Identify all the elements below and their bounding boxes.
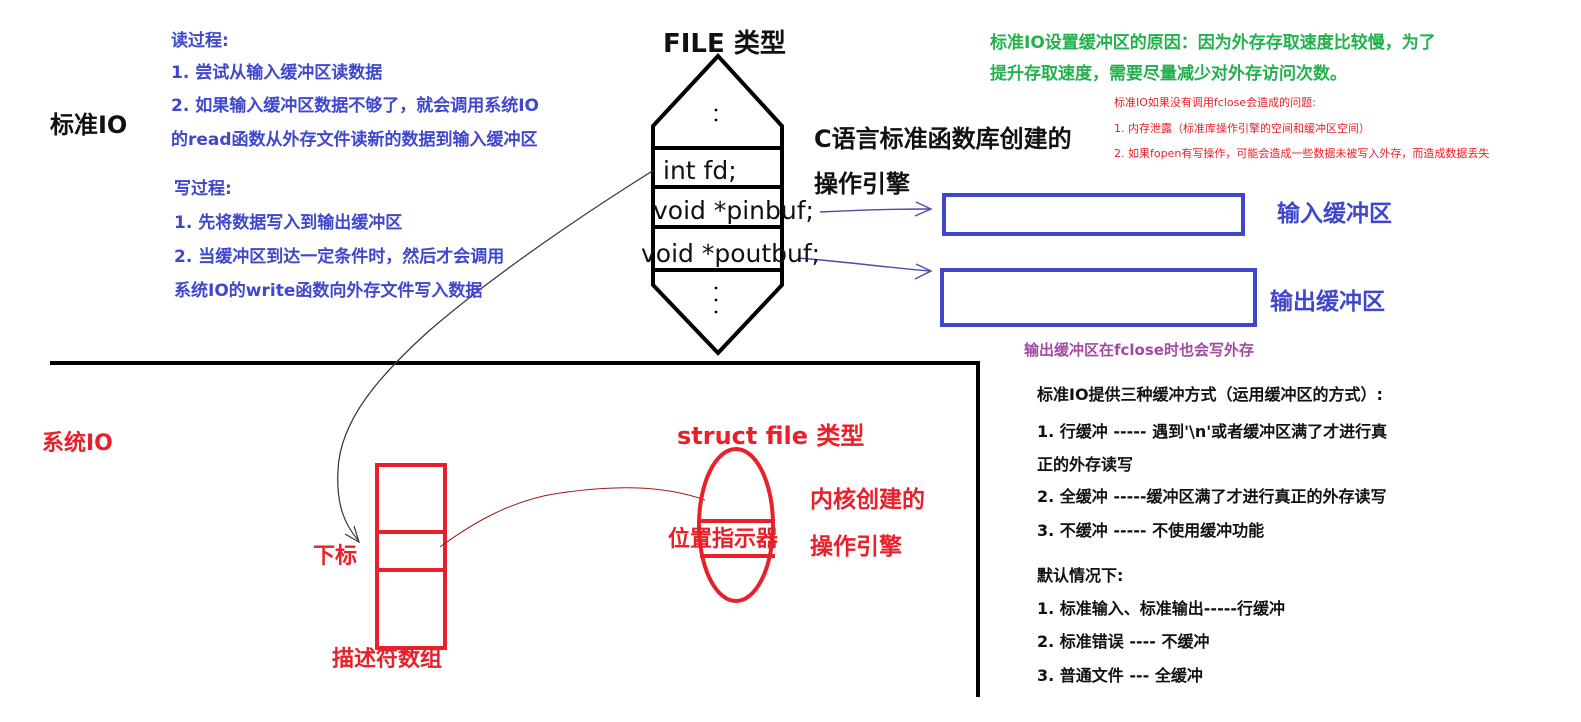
pinbuf-arrow [819,201,933,217]
write-step-2b: 系统IO的write函数向外存文件写入数据 [174,281,483,301]
c-lib-engine-line2: 操作引擎 [814,170,910,198]
fd-to-index-arrow [337,169,655,544]
buffer-reason-line1: 标准IO设置缓冲区的原因：因为外存存取速度比较慢，为了 [990,33,1436,53]
buffer-modes-title: 标准IO提供三种缓冲方式（运用缓冲区的方式）: [1037,385,1383,404]
struct-file-shape [697,447,775,603]
default-mode-3: 3. 普通文件 --- 全缓冲 [1037,666,1203,685]
default-mode-2: 2. 标准错误 ---- 不缓冲 [1037,632,1210,651]
buffer-mode-line-1a: 1. 行缓冲 ----- 遇到'\n'或者缓冲区满了才进行真 [1037,422,1388,441]
c-lib-engine-line1: C语言标准函数库创建的 [814,125,1072,153]
field-poutbuf: void *poutbuf; [641,239,821,268]
input-buffer-box [942,193,1245,236]
default-mode-1: 1. 标准输入、标准输出-----行缓冲 [1037,599,1285,618]
output-buffer-note: 输出缓冲区在fclose时也会写外存 [1024,341,1254,359]
kernel-engine-line2: 操作引擎 [810,534,902,560]
read-step-2a: 2. 如果输入缓冲区数据不够了，就会调用系统IO [171,96,539,116]
buffer-mode-line-2: 2. 全缓冲 -----缓冲区满了才进行真正的外存读写 [1037,487,1387,506]
read-step-1: 1. 尝试从输入缓冲区读数据 [171,63,383,83]
read-process-title: 读过程: [171,31,229,51]
system-io-title: 系统IO [42,431,113,456]
descriptor-index-label: 下标 [313,544,358,569]
field-int-fd: int fd; [663,156,737,185]
buffer-mode-line-1b: 正的外存读写 [1037,455,1134,474]
fclose-issue-1: 1. 内存泄露（标准库操作引擎的空间和缓冲区空间） [1114,122,1370,135]
poutbuf-arrow [797,257,933,280]
kernel-engine-line1: 内核创建的 [810,487,925,513]
position-indicator-label: 位置指示器 [668,527,779,552]
buffer-mode-line-3: 3. 不缓冲 ----- 不使用缓冲功能 [1037,521,1265,540]
input-buffer-label: 输入缓冲区 [1277,201,1392,227]
file-struct-shape [651,53,784,356]
default-modes-title: 默认情况下: [1037,566,1124,585]
write-process-title: 写过程: [174,179,232,199]
read-step-2b: 的read函数从外存文件读新的数据到输入缓冲区 [171,130,538,150]
standard-io-title: 标准IO [50,111,128,139]
file-type-title: FILE 类型 [663,29,786,59]
fclose-issue-title: 标准IO如果没有调用fclose会造成的问题: [1114,96,1316,109]
buffer-reason-line2: 提升存取速度，需要尽量减少对外存访问次数。 [990,64,1347,84]
output-buffer-label: 输出缓冲区 [1270,289,1385,315]
field-pinbuf: void *pinbuf; [653,196,814,225]
descriptor-array-label: 描述符数组 [332,647,443,672]
write-step-1: 1. 先将数据写入到输出缓冲区 [174,213,403,233]
descriptor-array [375,463,447,650]
output-buffer-box [940,268,1257,327]
struct-file-title: struct file 类型 [677,422,865,450]
index-to-struct-arrow [439,487,706,548]
write-step-2a: 2. 当缓冲区到达一定条件时，然后才会调用 [174,247,505,267]
fclose-issue-2: 2. 如果fopen有写操作，可能会造成一些数据未被写入外存，而造成数据丢失 [1114,147,1490,160]
